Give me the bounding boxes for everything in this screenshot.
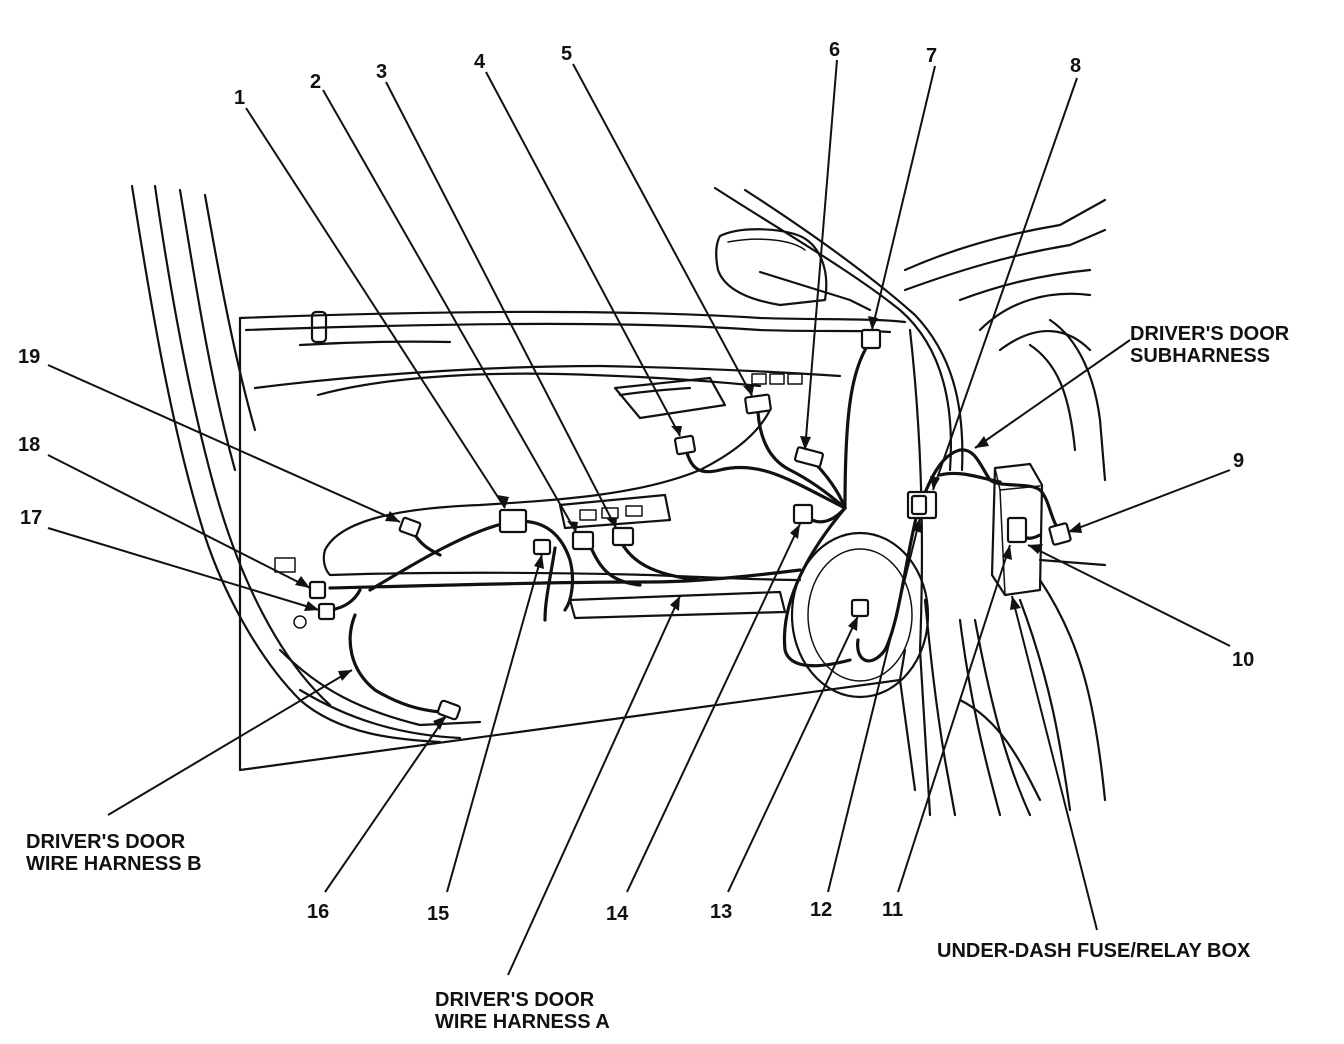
connector-17 <box>317 602 336 621</box>
label-harness-b-line1: DRIVER'S DOOR <box>26 831 186 853</box>
connector-12 <box>910 494 928 516</box>
harness-labels: DRIVER'S DOOR SUBHARNESS DRIVER'S DOOR W… <box>26 323 1290 1033</box>
arrowheads <box>295 316 1082 730</box>
callout-18: 18 <box>18 434 40 456</box>
dashboard-outline <box>903 198 1107 817</box>
connector-18 <box>308 580 327 600</box>
label-subharness-line1: DRIVER'S DOOR <box>1130 323 1290 345</box>
callout-6: 6 <box>829 39 840 61</box>
callout-16: 16 <box>307 901 329 923</box>
connector-6 <box>793 446 825 468</box>
connector-13 <box>850 598 870 618</box>
callout-4: 4 <box>474 51 486 73</box>
connector-7 <box>860 328 882 350</box>
callout-5: 5 <box>561 43 572 65</box>
label-subharness-line2: SUBHARNESS <box>1130 345 1270 367</box>
connector-19 <box>398 516 422 538</box>
callout-1: 1 <box>234 87 245 109</box>
mirror-and-pillar <box>713 186 964 817</box>
connector-15 <box>532 538 552 556</box>
callout-numbers: 1 2 3 4 5 6 7 8 9 10 11 12 13 14 15 16 1… <box>18 39 1254 925</box>
label-harness-a-line1: DRIVER'S DOOR <box>435 989 595 1011</box>
connector-16 <box>436 699 462 721</box>
callout-3: 3 <box>376 61 387 83</box>
callout-9: 9 <box>1233 450 1244 472</box>
connector-5 <box>744 393 772 415</box>
door-panel-outline <box>130 184 930 772</box>
callout-7: 7 <box>926 45 937 67</box>
label-fuse-box: UNDER-DASH FUSE/RELAY BOX <box>937 940 1251 962</box>
connector-14 <box>792 503 814 525</box>
callout-13: 13 <box>710 901 732 923</box>
connectors <box>308 328 1072 721</box>
connector-2 <box>571 530 595 551</box>
connector-3 <box>611 526 635 547</box>
connector-10 <box>1006 516 1028 544</box>
callout-14: 14 <box>606 903 629 925</box>
callout-8: 8 <box>1070 55 1081 77</box>
leader-lines <box>47 59 1231 976</box>
callout-15: 15 <box>427 903 449 925</box>
callout-10: 10 <box>1232 649 1254 671</box>
callout-19: 19 <box>18 346 40 368</box>
connector-4 <box>673 434 697 456</box>
callout-12: 12 <box>810 899 832 921</box>
connector-9 <box>1048 522 1072 546</box>
connector-1 <box>498 508 528 534</box>
label-harness-a-line2: WIRE HARNESS A <box>435 1011 610 1033</box>
callout-2: 2 <box>310 71 321 93</box>
callout-11: 11 <box>882 899 903 921</box>
callout-17: 17 <box>20 507 42 529</box>
label-harness-b-line2: WIRE HARNESS B <box>26 853 202 875</box>
